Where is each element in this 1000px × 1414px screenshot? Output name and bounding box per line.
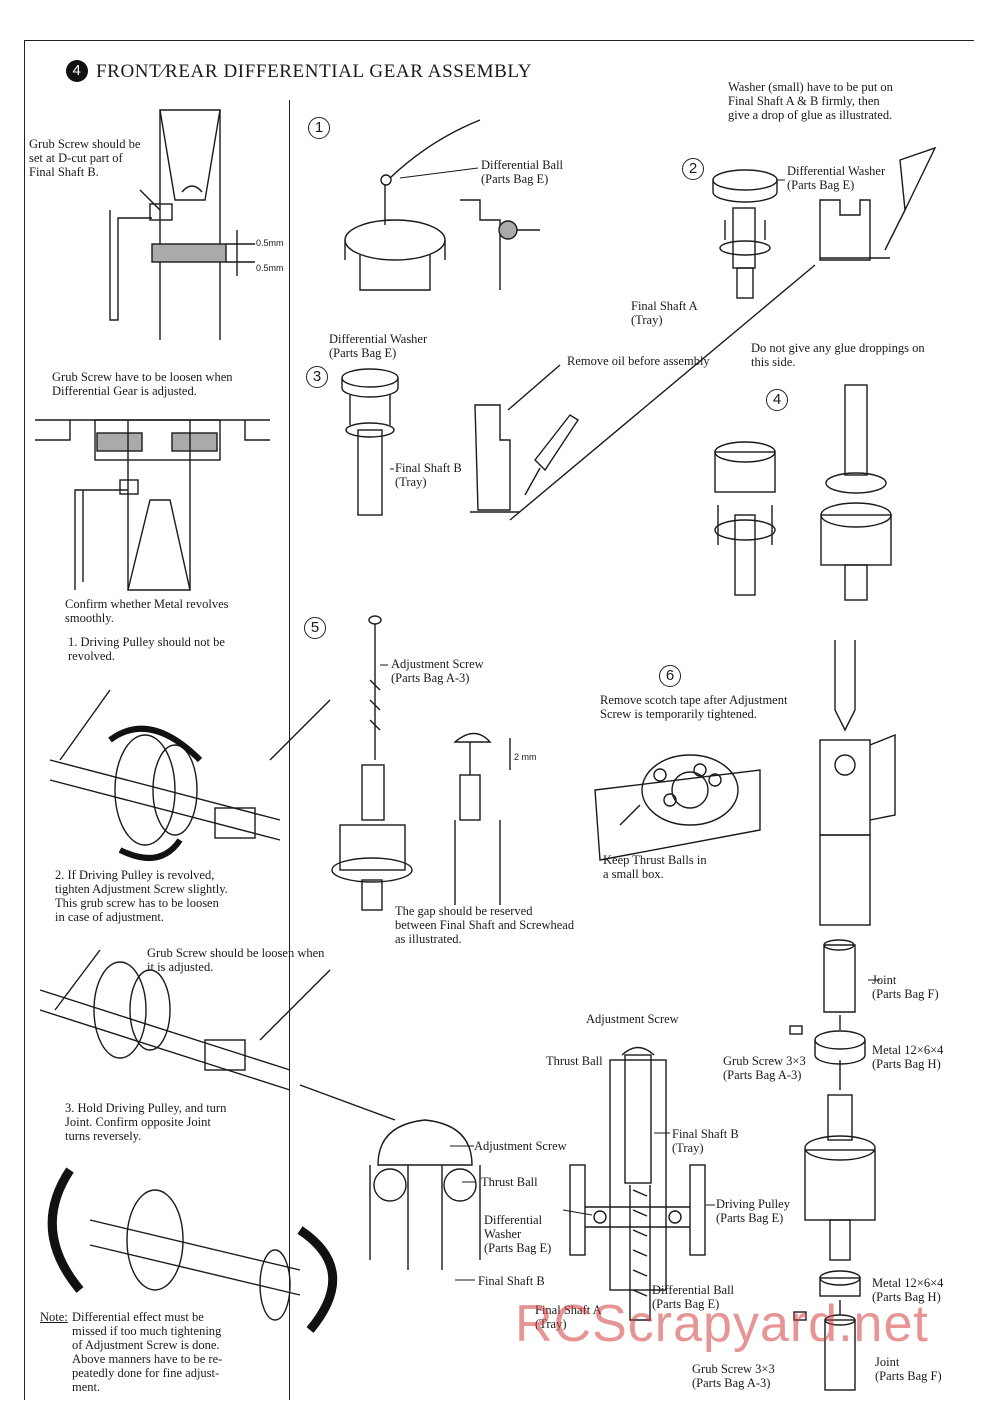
pulley-turn-illustration-1 xyxy=(49,689,331,861)
section-number: 4 xyxy=(66,60,88,82)
note-label: Note: xyxy=(40,1310,68,1324)
pulley-turn-illustration-2 xyxy=(39,949,396,1121)
label-adjustment-screw-5: Adjustment Screw (Parts Bag A-3) xyxy=(391,657,484,685)
column-divider xyxy=(289,100,290,1400)
grub-loosen-note: Grub Screw should be loosen when it is a… xyxy=(147,946,325,974)
label-final-shaft-b-3: Final Shaft B (Tray) xyxy=(395,461,462,489)
assembled-cross-section xyxy=(569,1046,706,1321)
step-3-marker: 3 xyxy=(306,366,328,388)
step5-drawing xyxy=(331,615,511,911)
section-title-text: FRONT∕REAR DIFFERENTIAL GEAR ASSEMBLY xyxy=(96,61,533,82)
label-adjustment-screw-assembly: Adjustment Screw xyxy=(586,1012,679,1026)
gap-dimension: 2 mm xyxy=(514,752,537,762)
step4-drawing xyxy=(714,384,892,601)
page-border-top xyxy=(24,40,974,41)
label-differential-ball-1: Differential Ball (Parts Bag E) xyxy=(481,158,564,186)
label-joint-bottom: Joint (Parts Bag F) xyxy=(875,1355,942,1383)
note-text: Differential effect must be missed if to… xyxy=(72,1310,223,1394)
label-differential-washer-assembly: Differential Washer (Parts Bag E) xyxy=(484,1213,552,1255)
label-final-shaft-b-assembly: Final Shaft B (Tray) xyxy=(672,1127,739,1155)
exploded-view xyxy=(789,939,876,1391)
confirm-metal-note: Confirm whether Metal revolves smoothly. xyxy=(65,597,229,625)
label-metal-bottom: Metal 12×6×4 (Parts Bag H) xyxy=(872,1276,944,1304)
step-5-marker: 5 xyxy=(304,617,326,639)
label-final-shaft-b-detail: Final Shaft B xyxy=(478,1274,545,1288)
pulley-turn-illustration-3 xyxy=(47,1167,338,1333)
clearance-dimension-1: 0.5mm xyxy=(256,238,284,248)
scotch-tape-note: Remove scotch tape after Adjustment Scre… xyxy=(600,693,788,721)
loosen-grub-note: Grub Screw have to be loosen when Differ… xyxy=(52,370,233,398)
step3-drawing xyxy=(341,264,816,521)
gap-note: The gap should be reserved between Final… xyxy=(395,904,575,946)
label-differential-ball-assembly: Differential Ball (Parts Bag E) xyxy=(652,1283,735,1311)
differential-gear-cross-section xyxy=(35,419,270,591)
grub-screw-cross-section xyxy=(109,109,255,340)
label-thrust-ball-detail: Thrust Ball xyxy=(481,1175,538,1189)
step-6-marker: 6 xyxy=(659,665,681,687)
label-differential-washer-2: Differential Washer (Parts Bag E) xyxy=(787,164,886,192)
watermark: RCScrapyard.net xyxy=(515,1295,929,1353)
label-grub-screw-bottom: Grub Screw 3×3 (Parts Bag A-3) xyxy=(692,1362,775,1390)
step1-drawing xyxy=(344,119,540,291)
thrust-balls-note: Keep Thrust Balls in a small box. xyxy=(603,853,707,881)
instruction-item-2: 2. If Driving Pulley is revolved, tighte… xyxy=(55,868,228,924)
grub-screw-note: Grub Screw should be set at D-cut part o… xyxy=(29,137,141,179)
label-differential-washer-3: Differential Washer (Parts Bag E) xyxy=(329,332,428,360)
label-adjustment-screw-detail: Adjustment Screw xyxy=(474,1139,567,1153)
clearance-dimension-2: 0.5mm xyxy=(256,263,284,273)
leader-lines xyxy=(380,167,880,1281)
instruction-item-3: 3. Hold Driving Pulley, and turn Joint. … xyxy=(65,1101,227,1143)
step2-drawing xyxy=(712,146,937,299)
label-final-shaft-a-2: Final Shaft A (Tray) xyxy=(631,299,698,327)
step-4-marker: 4 xyxy=(766,389,788,411)
remove-oil-note: Remove oil before assembly xyxy=(567,354,710,368)
instruction-item-1: 1. Driving Pulley should not be revolved… xyxy=(68,635,225,663)
no-glue-note: Do not give any glue droppings on this s… xyxy=(751,341,925,369)
step6-drawing xyxy=(594,640,896,926)
label-thrust-ball-assembly: Thrust Ball xyxy=(546,1054,603,1068)
label-joint-top: Joint (Parts Bag F) xyxy=(872,973,939,1001)
step-1-marker: 1 xyxy=(308,117,330,139)
label-grub-screw-top: Grub Screw 3×3 (Parts Bag A-3) xyxy=(723,1054,806,1082)
label-metal-top: Metal 12×6×4 (Parts Bag H) xyxy=(872,1043,944,1071)
page-border-left xyxy=(24,40,25,1400)
screw-head-detail xyxy=(369,1119,481,1270)
step-2-marker: 2 xyxy=(682,158,704,180)
section-title: 4 FRONT∕REAR DIFFERENTIAL GEAR ASSEMBLY xyxy=(66,60,532,83)
washer-glue-note: Washer (small) have to be put on Final S… xyxy=(728,80,893,122)
label-driving-pulley: Driving Pulley (Parts Bag E) xyxy=(716,1197,790,1225)
label-final-shaft-a-assembly: Final Shaft A (Tray) xyxy=(535,1303,602,1331)
